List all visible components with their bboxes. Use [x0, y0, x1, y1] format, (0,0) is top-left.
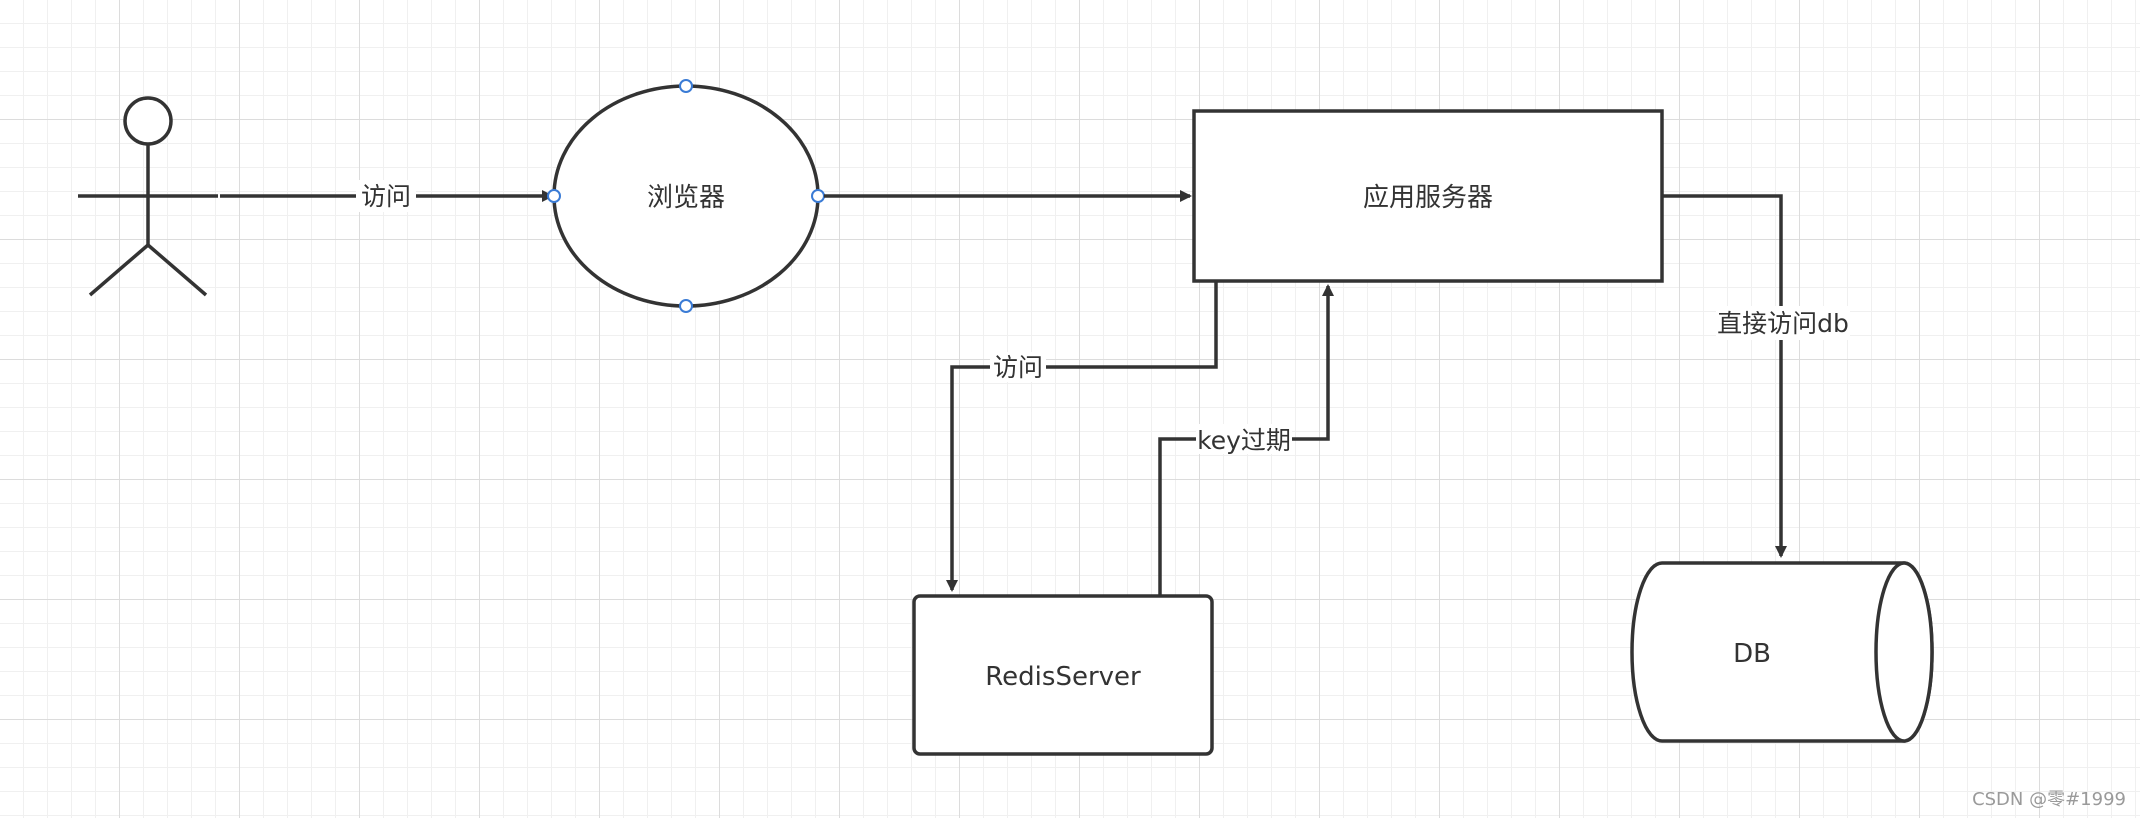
handle-right [811, 189, 825, 203]
handle-bottom [679, 299, 693, 313]
edge-label-user-to-browser: 访问 [361, 182, 411, 211]
user-actor-icon[interactable] [78, 96, 218, 297]
handle-left [547, 189, 561, 203]
edge-label-app-server-to-redis: 访问 [993, 353, 1043, 382]
browser-node-label: 浏览器 [647, 183, 725, 213]
db-node[interactable]: DB [1630, 561, 1934, 743]
redis-server-node-label: RedisServer [985, 662, 1141, 692]
edge-app-server-to-db[interactable]: 直接访问db [1662, 194, 1850, 558]
edge-label-redis-to-app-server: key过期 [1197, 426, 1291, 455]
selection-handles[interactable] [547, 79, 825, 313]
edge-user-to-browser[interactable]: 访问 [220, 180, 554, 212]
db-node-label: DB [1733, 639, 1771, 669]
edge-label-app-server-to-db: 直接访问db [1717, 309, 1849, 338]
app-server-node-label: 应用服务器 [1363, 183, 1493, 213]
app-server-node[interactable]: 应用服务器 [1192, 109, 1664, 283]
browser-node[interactable]: 浏览器 [552, 84, 820, 308]
watermark: CSDN @零#1999 [1972, 789, 2126, 810]
edge-redis-to-app-server[interactable]: key过期 [1158, 284, 1334, 596]
redis-server-node[interactable]: RedisServer [912, 594, 1214, 756]
handle-top [679, 79, 693, 93]
edge-app-server-to-redis[interactable]: 访问 [946, 281, 1218, 592]
